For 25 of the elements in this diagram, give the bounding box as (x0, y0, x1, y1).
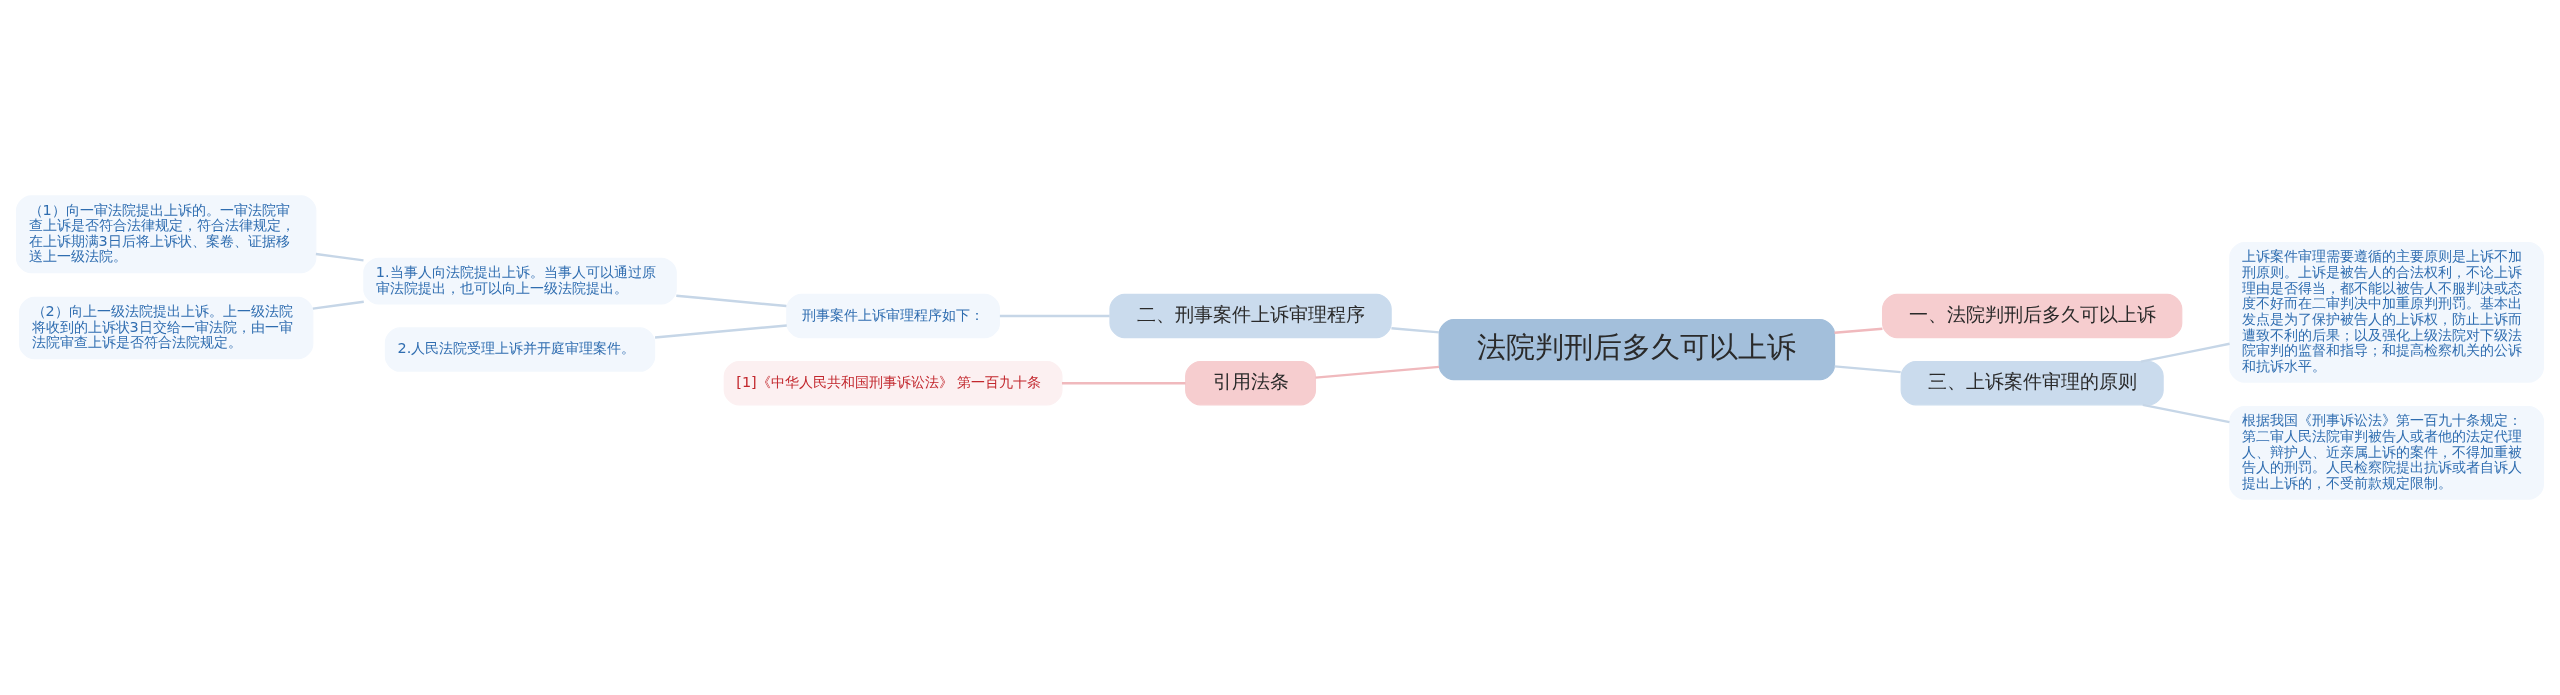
node-box: 根据我国《刑事诉讼法》第一百九十条规定：第二审人民法院审判被告人或者他的法定代理人、辩护人、近亲属上诉的案件，不得加重被告人的刑罚。人民检察院提出抗诉或者自诉人提出上诉的，不受前款规定限制。 (2229, 406, 2544, 500)
connector (2140, 342, 2230, 363)
node-box: 刑事案件上诉审理程序如下： (786, 293, 1001, 339)
connector (2142, 403, 2230, 424)
node-box: （1）向一审法院提出上诉的。一审法院审查上诉是否符合法律规定，符合法律规定，在上诉期满3日后将上诉状、案卷、证据移送上一级法院。 (16, 195, 317, 274)
node-box: 1.当事人向法院提出上诉。当事人可以通过原审法院提出，也可以向上一级法院提出。 (363, 257, 677, 305)
connector (999, 314, 1110, 318)
node-box: 二、刑事案件上诉审理程序 (1109, 293, 1392, 339)
node-box: 上诉案件审理需要遵循的主要原则是上诉不加刑原则。上诉是被告人的合法权利，不论上诉理由是否得当，都不能以被告人不服判决或态度不好而在二审判决中加重原判刑罚。基本出发点是为了保护被告人的上诉权，防止上诉而遭致不利的后果；以及强化上级法院对下级法院审判的监督和指导；和提高检察机关的公诉和抗诉水平。 (2229, 242, 2544, 383)
node-box: 一、法院判刑后多久可以上诉 (1881, 293, 2183, 339)
node-box: 引用法条 (1185, 361, 1317, 406)
connector (1391, 327, 1440, 334)
connector (676, 294, 787, 308)
node-box: 法院判刑后多久可以上诉 (1438, 318, 1836, 381)
node-box: 2.人民法院受理上诉并开庭审理案件。 (384, 327, 656, 372)
connector (654, 324, 787, 339)
connector (1834, 327, 1883, 334)
connector (1315, 365, 1440, 379)
connector (315, 252, 364, 262)
connector (1834, 365, 1901, 374)
node-box: 三、上诉案件审理的原则 (1900, 361, 2164, 406)
node-box: [1]《中华人民共和国刑事诉讼法》 第一百九十条 (723, 361, 1063, 406)
connector (1061, 382, 1186, 385)
node-box: （2）向上一级法院提出上诉。上一级法院将收到的上诉状3日交给一审法院，由一审法院审查上诉是否符合法院规定。 (19, 296, 314, 360)
connector (312, 300, 364, 310)
